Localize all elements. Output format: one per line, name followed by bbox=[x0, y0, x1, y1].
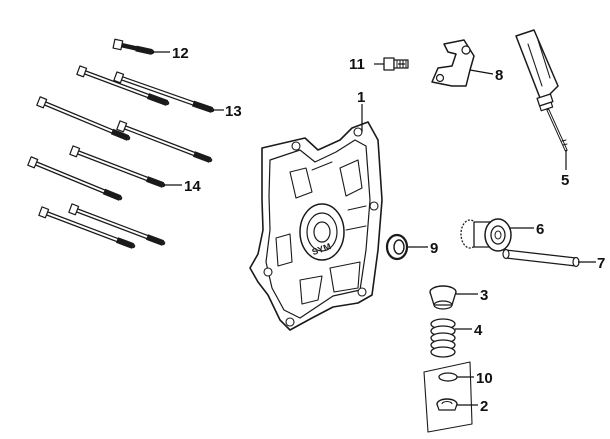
drain-plug-group bbox=[423, 361, 473, 433]
callout-4: 4 bbox=[474, 322, 483, 339]
callout-14: 14 bbox=[184, 178, 201, 195]
callout-2: 2 bbox=[480, 398, 488, 415]
bolt-14-b bbox=[27, 156, 123, 201]
callout-8: 8 bbox=[495, 67, 503, 84]
callout-1: 1 bbox=[357, 89, 365, 106]
bolt-12 bbox=[112, 38, 155, 55]
oil-seal bbox=[385, 233, 409, 261]
bolt-13-d bbox=[116, 120, 213, 163]
callout-6: 6 bbox=[536, 221, 544, 238]
crankcase-half: SYM bbox=[249, 121, 383, 331]
bolt-13-b bbox=[113, 71, 215, 113]
callout-12: 12 bbox=[172, 45, 189, 62]
callout-3: 3 bbox=[480, 287, 488, 304]
callout-10: 10 bbox=[476, 370, 493, 387]
bolt-13-c bbox=[36, 96, 131, 141]
bolt-group bbox=[27, 38, 215, 249]
callout-9: 9 bbox=[430, 240, 438, 257]
callout-7: 7 bbox=[597, 255, 605, 272]
callouts: 12 13 14 1 11 8 5 6 7 9 3 4 10 2 bbox=[172, 45, 605, 415]
shaft-pin bbox=[502, 248, 580, 268]
leader-lines bbox=[152, 51, 596, 406]
bolt-14-c bbox=[68, 203, 166, 246]
bolt-13-a bbox=[76, 65, 170, 106]
callout-11: 11 bbox=[349, 56, 365, 73]
o-ring bbox=[438, 372, 458, 382]
strainer-cap bbox=[429, 285, 457, 310]
callout-13: 13 bbox=[225, 103, 242, 120]
mounting-bracket bbox=[431, 39, 475, 87]
bolt-14-d bbox=[38, 206, 136, 249]
oil-dipstick bbox=[515, 29, 568, 152]
drive-gear bbox=[460, 218, 512, 252]
bolt-14-a bbox=[69, 145, 166, 188]
spring bbox=[430, 318, 456, 358]
callout-5: 5 bbox=[561, 172, 569, 189]
